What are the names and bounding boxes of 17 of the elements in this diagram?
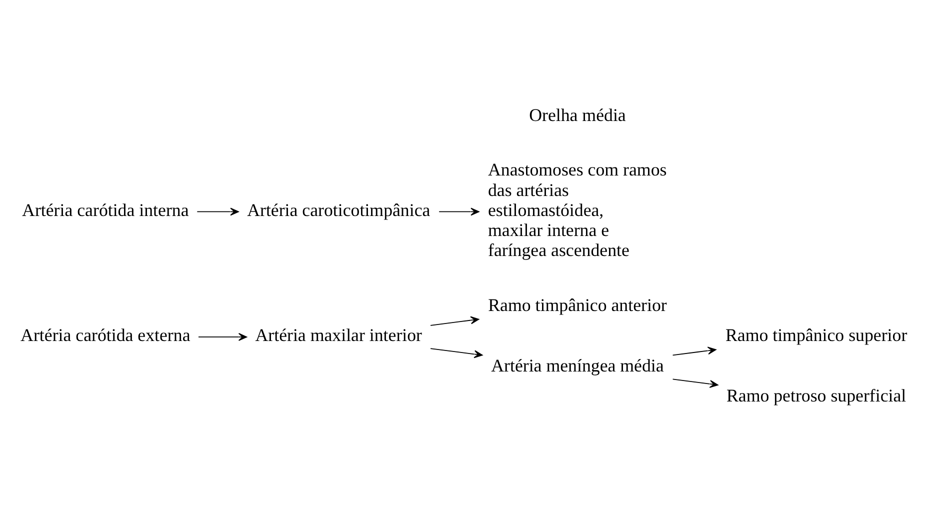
node-text: Artéria carótida interna xyxy=(22,199,189,220)
label: Orelha média xyxy=(529,104,626,124)
arrow xyxy=(196,207,239,216)
arrow xyxy=(672,378,718,388)
arrow xyxy=(672,346,716,356)
arrow xyxy=(430,348,483,358)
arrow xyxy=(438,207,480,216)
node-text: Ramo timpânico superior xyxy=(725,324,908,345)
arrow xyxy=(430,316,480,326)
node-text: Artéria caroticotimpânica xyxy=(247,199,430,220)
node-text: Artéria meníngea média xyxy=(491,354,664,375)
node-text: Ramo timpânico anterior xyxy=(488,294,667,315)
arrow xyxy=(198,332,248,340)
node-text: Artéria maxilar interior xyxy=(255,324,422,345)
node-text: Anastomoses com ramos das artérias estilomastóidea, maxilar interna e faríngea ascendente xyxy=(488,159,667,260)
node-text: Artéria carótida externa xyxy=(20,324,190,345)
node-text: Ramo petroso superficial xyxy=(726,385,906,406)
